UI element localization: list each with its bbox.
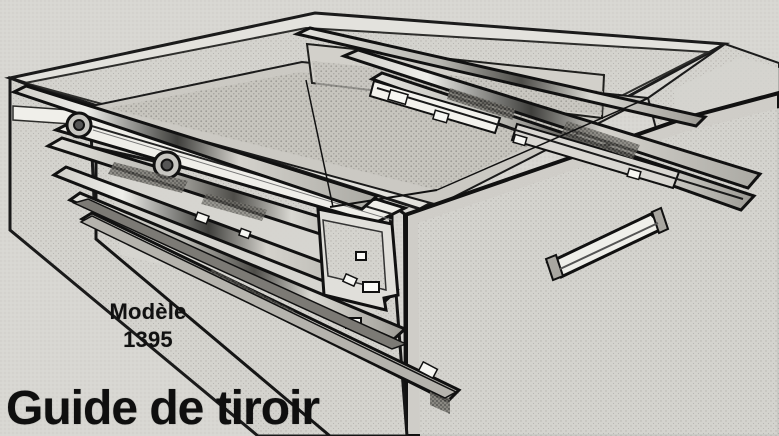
model-word: Modèle — [109, 299, 187, 324]
model-number: 1395 — [123, 327, 173, 352]
product-caption: Guide de tiroir — [6, 382, 320, 435]
model-label: Modèle 1395 — [88, 298, 208, 354]
